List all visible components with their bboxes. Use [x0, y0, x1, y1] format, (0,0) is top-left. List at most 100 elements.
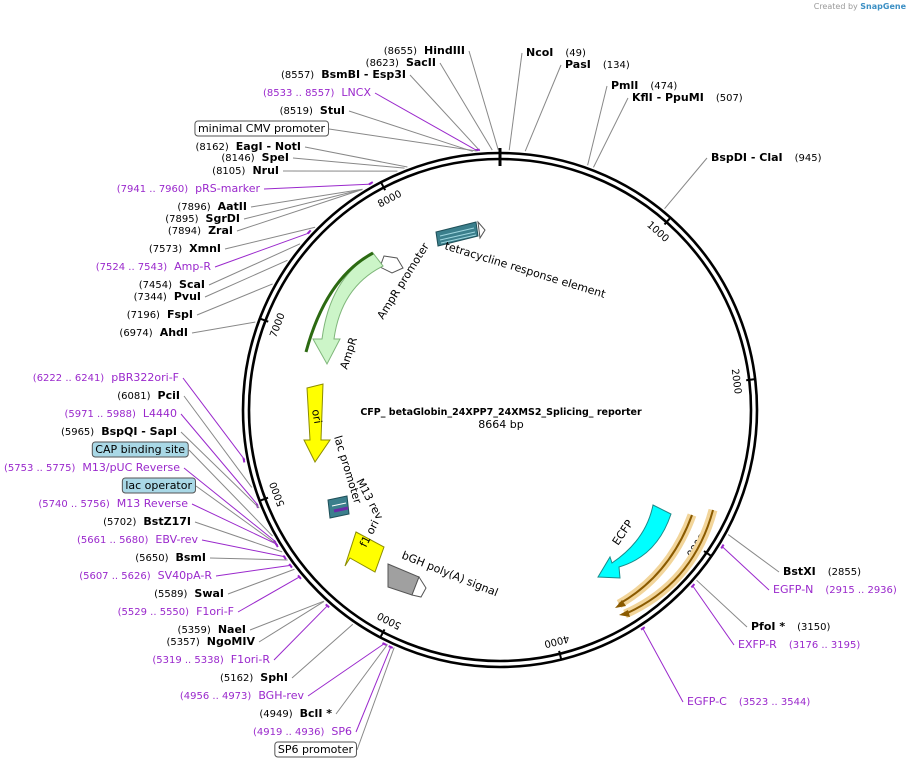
tick-mark [663, 216, 672, 226]
site-name: pRS-marker [195, 182, 260, 195]
site-position: (5529 .. 5550) [118, 607, 190, 618]
leader-line [195, 485, 279, 546]
primer-mark [690, 583, 696, 589]
site-label-enzyme: ZraI(7894) [168, 224, 233, 237]
site-label-enzyme: StuI(8519) [280, 104, 345, 117]
snapgene-credit: Created by SnapGene [814, 2, 906, 11]
site-name: SacII [406, 56, 436, 69]
feature-ampr: AmpR [304, 251, 384, 371]
site-label-enzyme: EagI - NotI(8162) [195, 140, 301, 153]
site-name: PmlI [611, 79, 638, 92]
site-name: PfoI * [751, 620, 785, 633]
site-box-label: lac operator [125, 479, 192, 492]
feature-orange-arcs [615, 508, 718, 619]
leader-line [328, 128, 477, 152]
leader-line [508, 52, 523, 151]
site-label-enzyme: SpeI(8146) [221, 151, 289, 164]
site-label-enzyme: BclI *(4949) [259, 707, 332, 720]
site-label-box: minimal CMV promoter [194, 120, 329, 137]
site-position: (5359) [178, 625, 211, 636]
leader-line [304, 146, 408, 168]
site-name: M13 Reverse [117, 497, 188, 510]
primer-mark [640, 626, 646, 631]
leader-line [468, 50, 499, 151]
tick-label: 5000 [376, 609, 404, 631]
site-name: EBV-rev [155, 533, 198, 546]
site-name: PasI [565, 58, 591, 71]
leader-line [191, 321, 256, 334]
leader-line [374, 92, 478, 152]
site-position: (4949) [259, 709, 292, 720]
site-label-primer: F1ori-F(5529 .. 5550) [118, 605, 234, 618]
site-position: (8533 .. 8557) [263, 88, 335, 99]
site-name: SphI [260, 671, 288, 684]
site-label-primer: L4440(5971 .. 5988) [64, 407, 177, 420]
tick-mark [558, 650, 563, 661]
site-name: pBR322ori-F [111, 371, 179, 384]
site-label-enzyme: BspDI - ClaI(945) [711, 151, 822, 164]
site-name: BstXI [783, 565, 816, 578]
site-name: StuI [320, 104, 345, 117]
leader-line [249, 600, 324, 631]
site-name: EGFP-N [773, 583, 813, 596]
site-name: BsmI [176, 551, 207, 564]
site-position: (134) [603, 60, 630, 71]
site-label-primer: pBR322ori-F(6222 .. 6241) [33, 371, 179, 384]
tick-label: 4000 [543, 632, 570, 649]
site-label-primer: SV40pA-R(5607 .. 5626) [79, 569, 212, 582]
site-label-enzyme: PasI (134) [565, 58, 630, 71]
leader-line [180, 413, 259, 506]
site-position: (8162) [195, 142, 228, 153]
site-name: PciI [158, 389, 180, 402]
site-name: SP6 [331, 725, 352, 738]
site-name: SgrDI [206, 212, 240, 225]
site-label-enzyme: BspQI - SapI(5965) [61, 425, 177, 438]
tick-mark [258, 317, 269, 323]
primer-mark [274, 542, 279, 548]
feature-label-ori: ori [309, 408, 324, 424]
site-label-primer: F1ori-R(5319 .. 5338) [152, 653, 270, 666]
site-position: (2915 .. 2936) [825, 585, 897, 596]
site-position: (5589) [154, 589, 187, 600]
primer-mark [720, 544, 725, 549]
site-position: (8623) [366, 58, 399, 69]
leader-line [696, 579, 748, 628]
feature-label-tre: tetracycline response element [443, 239, 608, 301]
site-label-primer: SP6(4919 .. 4936) [253, 725, 352, 738]
primer-mark [382, 642, 388, 646]
site-position: (5357) [167, 637, 200, 648]
site-name: PvuI [174, 290, 201, 303]
feature-tetracycline-response-element: tetracycline response element [435, 220, 608, 301]
leader-line [191, 503, 278, 545]
leader-line [409, 74, 481, 152]
site-position: (6974) [119, 328, 152, 339]
primer-mark [388, 645, 394, 649]
site-name: BstZ17I [143, 515, 191, 528]
leader-line [227, 568, 295, 595]
site-position: (5607 .. 5626) [79, 571, 151, 582]
site-label-enzyme: PvuI(7344) [134, 290, 201, 303]
site-position: (5740 .. 5756) [38, 499, 110, 510]
primer-mark [282, 555, 287, 560]
site-label-enzyme: ScaI(7454) [139, 278, 205, 291]
site-position: (8557) [281, 70, 314, 81]
site-label-enzyme: NaeI(5359) [178, 623, 246, 636]
site-name: Amp-R [174, 260, 211, 273]
site-label-primer: pRS-marker(7941 .. 7960) [117, 182, 261, 195]
feature-label-ampr-promoter: AmpR promoter [375, 240, 433, 321]
site-position: (7573) [149, 244, 182, 255]
site-label-enzyme: PciI(6081) [117, 389, 180, 402]
site-name: BspQI - SapI [101, 425, 177, 438]
tick-mark [746, 378, 757, 382]
site-position: (5661 .. 5680) [77, 535, 149, 546]
site-position: (49) [565, 48, 586, 59]
leader-lines [180, 50, 780, 751]
site-name: M13/pUC Reverse [82, 461, 180, 474]
leader-line [721, 545, 770, 591]
site-label-enzyme: NcoI(49) [526, 46, 586, 59]
snapgene-logo: SnapGene [860, 2, 906, 11]
leader-line [204, 259, 288, 298]
site-position: (8105) [212, 166, 245, 177]
plasmid-size: 8664 bp [478, 418, 523, 431]
tick-label: 7000 [268, 312, 287, 340]
